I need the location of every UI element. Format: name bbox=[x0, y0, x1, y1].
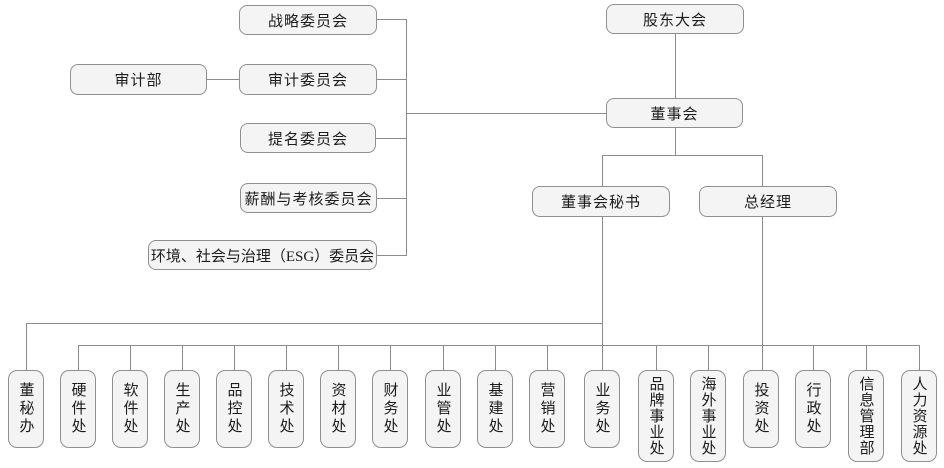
drop-dept-9 bbox=[443, 345, 444, 370]
dept-business-management: 业管处 bbox=[425, 370, 461, 448]
edge-split-gm bbox=[762, 155, 763, 186]
drop-dept-13 bbox=[656, 345, 657, 370]
dept-business: 业务处 bbox=[584, 370, 620, 448]
edge-shareholders-board bbox=[675, 33, 676, 98]
drop-dept-7 bbox=[338, 345, 339, 370]
edge-gm-down bbox=[762, 217, 763, 370]
dept-information-management: 信息管理部 bbox=[848, 370, 884, 462]
edge-audit-committee-spine bbox=[377, 79, 407, 80]
drop-dept-5 bbox=[234, 345, 235, 370]
drop-dept-18 bbox=[919, 345, 920, 370]
edge-split-secretary bbox=[602, 155, 603, 186]
node-board-of-directors: 董事会 bbox=[606, 98, 743, 128]
drop-dept-11 bbox=[547, 345, 548, 370]
dept-materials: 资材处 bbox=[320, 370, 356, 448]
dept-hardware: 硬件处 bbox=[60, 370, 96, 448]
committee-nomination: 提名委员会 bbox=[240, 123, 376, 153]
drop-dept-8 bbox=[390, 345, 391, 370]
node-audit-department: 审计部 bbox=[70, 64, 207, 95]
node-general-manager: 总经理 bbox=[699, 186, 837, 217]
drop-dept-14 bbox=[708, 345, 709, 370]
dept-administration: 行政处 bbox=[795, 370, 831, 448]
dept-infrastructure: 基建处 bbox=[477, 370, 513, 448]
committee-esg: 环境、社会与治理（ESG）委员会 bbox=[148, 240, 377, 270]
node-shareholders-meeting: 股东大会 bbox=[606, 4, 744, 34]
drop-dept-3 bbox=[130, 345, 131, 370]
dept-marketing: 营销处 bbox=[529, 370, 565, 448]
committee-strategy: 战略委员会 bbox=[239, 5, 377, 35]
dept-production: 生产处 bbox=[164, 370, 200, 448]
committee-audit: 审计委员会 bbox=[239, 64, 377, 95]
edge-remuneration-spine bbox=[377, 198, 407, 199]
drop-dept-10 bbox=[495, 345, 496, 370]
node-board-secretary: 董事会秘书 bbox=[532, 186, 670, 217]
dept-brand-business: 品牌事业处 bbox=[638, 370, 674, 462]
manifold-secretary-line bbox=[26, 323, 603, 324]
edge-strategy-spine bbox=[377, 19, 407, 20]
edge-spine-board bbox=[406, 113, 606, 114]
dept-investment: 投资处 bbox=[743, 370, 779, 448]
dept-software: 软件处 bbox=[112, 370, 148, 448]
drop-dept-6 bbox=[286, 345, 287, 370]
committee-remuneration-assessment: 薪酬与考核委员会 bbox=[240, 183, 377, 213]
drop-secretary-office bbox=[26, 323, 27, 370]
committee-spine-line bbox=[406, 19, 407, 256]
dept-technology: 技术处 bbox=[268, 370, 304, 448]
manifold-gm-line bbox=[78, 345, 920, 346]
dept-finance: 财务处 bbox=[372, 370, 408, 448]
edge-board-split bbox=[602, 155, 763, 156]
drop-dept-2 bbox=[78, 345, 79, 370]
edge-board-down bbox=[675, 128, 676, 155]
dept-overseas-business: 海外事业处 bbox=[690, 370, 726, 462]
dept-quality-control: 品控处 bbox=[216, 370, 252, 448]
dept-human-resources: 人力资源处 bbox=[901, 370, 937, 462]
edge-nomination-spine bbox=[376, 138, 407, 139]
drop-dept-17 bbox=[866, 345, 867, 370]
edge-secretary-down bbox=[602, 217, 603, 370]
drop-dept-16 bbox=[813, 345, 814, 370]
drop-dept-4 bbox=[182, 345, 183, 370]
edge-esg-spine bbox=[377, 255, 407, 256]
dept-board-secretary-office: 董秘办 bbox=[8, 370, 44, 448]
edge-audit-dept-audit-committee bbox=[207, 79, 239, 80]
